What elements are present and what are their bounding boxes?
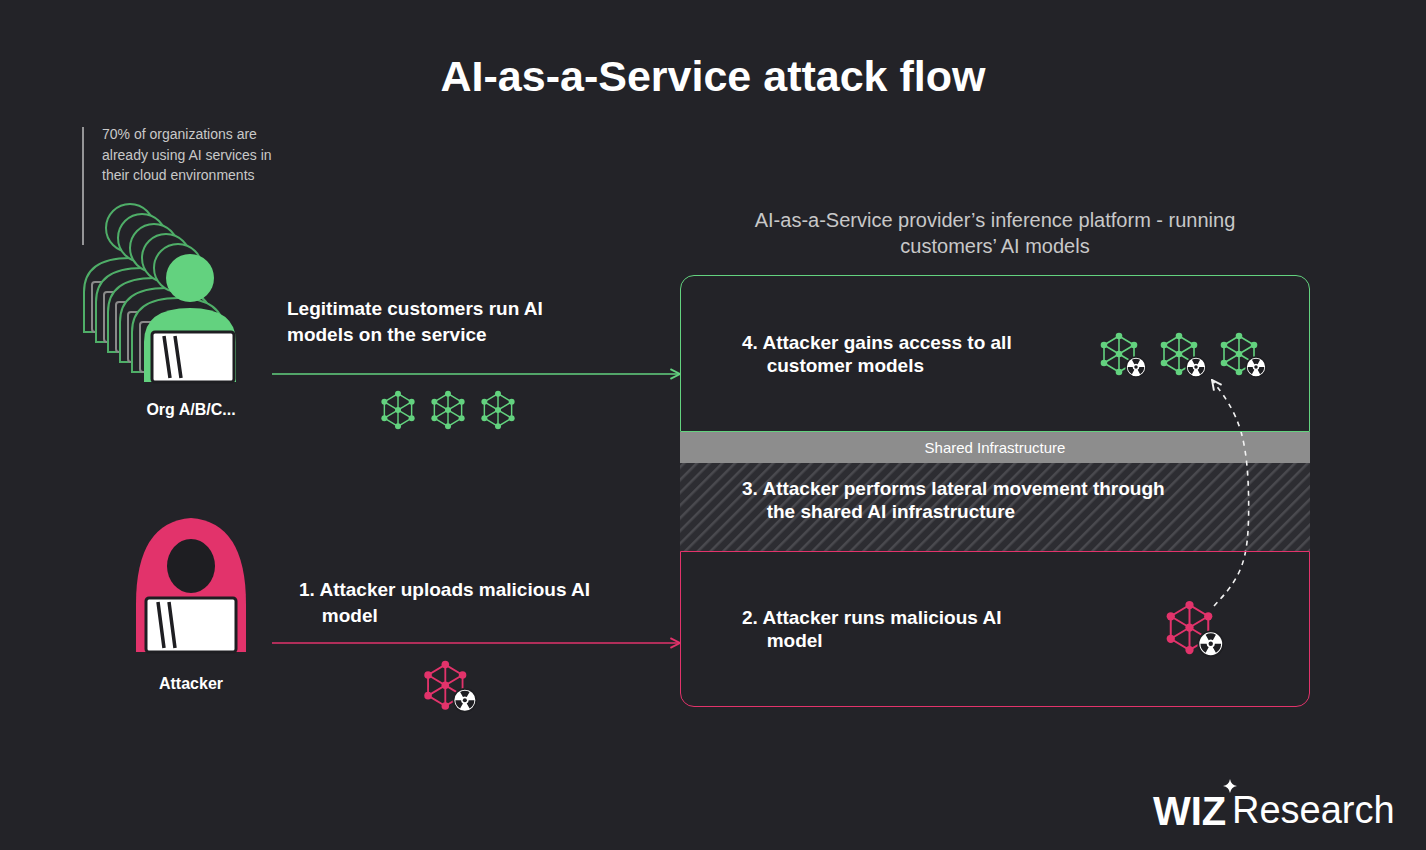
attacker-figure: Attacker	[110, 520, 272, 700]
customer-model-icons	[381, 391, 514, 430]
infected-model-icons	[1186, 357, 1206, 377]
note-bar	[82, 127, 84, 245]
running-malicious-model-icon	[1167, 601, 1224, 656]
band-strip	[680, 432, 1310, 463]
infected-model-icons	[1246, 357, 1266, 377]
running-malicious-model-icon	[1198, 631, 1223, 656]
edge-label: 1. Attacker uploads malicious AI model	[299, 577, 617, 629]
step-text: 2. Attacker runs malicious AI model	[742, 606, 1062, 652]
infected-model-icons	[1126, 357, 1146, 377]
customer-model-icons	[381, 391, 414, 430]
attacker-icon	[158, 602, 175, 648]
infected-model-icons	[1101, 333, 1266, 377]
customer-crowd-icon	[84, 204, 236, 382]
logo-wordmark: WIZ	[1153, 791, 1226, 831]
band-hatch	[680, 463, 1310, 551]
customer-crowd-icon	[144, 254, 236, 382]
customer-model-icons	[481, 391, 514, 430]
customer-crowd-icon	[164, 336, 181, 378]
platform-heading: AI-as-a-Service provider’s inference pla…	[740, 207, 1250, 259]
attacker-icon	[136, 518, 246, 652]
stat-note: 70% of organizations are already using A…	[102, 124, 302, 186]
customer-model-icons	[431, 391, 464, 430]
shared-infrastructure-band: Shared Infrastructure 3. Attacker perform…	[680, 432, 1310, 551]
infected-model-icons	[1101, 333, 1146, 377]
attacker-icon	[146, 598, 236, 652]
customer-crowd-icon	[152, 332, 234, 382]
group-label: Attacker	[110, 674, 272, 694]
malicious-model-zone: 2. Attacker runs malicious AI model	[680, 551, 1310, 707]
title-slot: AI-as-a-Service attack flow	[0, 52, 1426, 100]
edge-label: Legitimate customers run AI models on th…	[287, 296, 587, 348]
edge-label-slot: 1. Attacker uploads malicious AI model	[299, 577, 617, 629]
malicious-model-icon	[424, 661, 476, 712]
group-label: Org A/B/C...	[110, 400, 272, 420]
connectors	[272, 374, 1249, 643]
label-slot: Research	[1232, 790, 1395, 830]
flow-arrow	[272, 373, 680, 375]
attacker-icon	[136, 518, 246, 652]
step-text: 3. Attacker performs lateral movement th…	[742, 477, 1172, 523]
label-slot: 70% of organizations are already using A…	[102, 124, 302, 186]
band-label: Shared Infrastructure	[680, 432, 1310, 463]
lateral-movement-arrow	[1212, 380, 1249, 606]
infected-model-icons	[1161, 333, 1206, 377]
attacker-icon	[167, 539, 215, 593]
flow-arrow	[272, 642, 680, 644]
label-slot: WIZ	[1153, 791, 1226, 831]
edge-label-slot: Legitimate customers run AI models on th…	[287, 296, 587, 348]
diagram-title: AI-as-a-Service attack flow	[0, 52, 1426, 100]
infected-model-icons	[1221, 333, 1266, 377]
malicious-model-icon	[453, 689, 476, 712]
step-text: 4. Attacker gains access to all customer…	[742, 331, 1082, 377]
customer-group: Org A/B/C...	[110, 220, 272, 425]
inference-platform: AI-as-a-Service provider’s inference pla…	[680, 275, 1310, 707]
customer-models-zone: 4. Attacker gains access to all customer…	[680, 275, 1310, 432]
logo-wordmark: Research	[1232, 790, 1395, 830]
